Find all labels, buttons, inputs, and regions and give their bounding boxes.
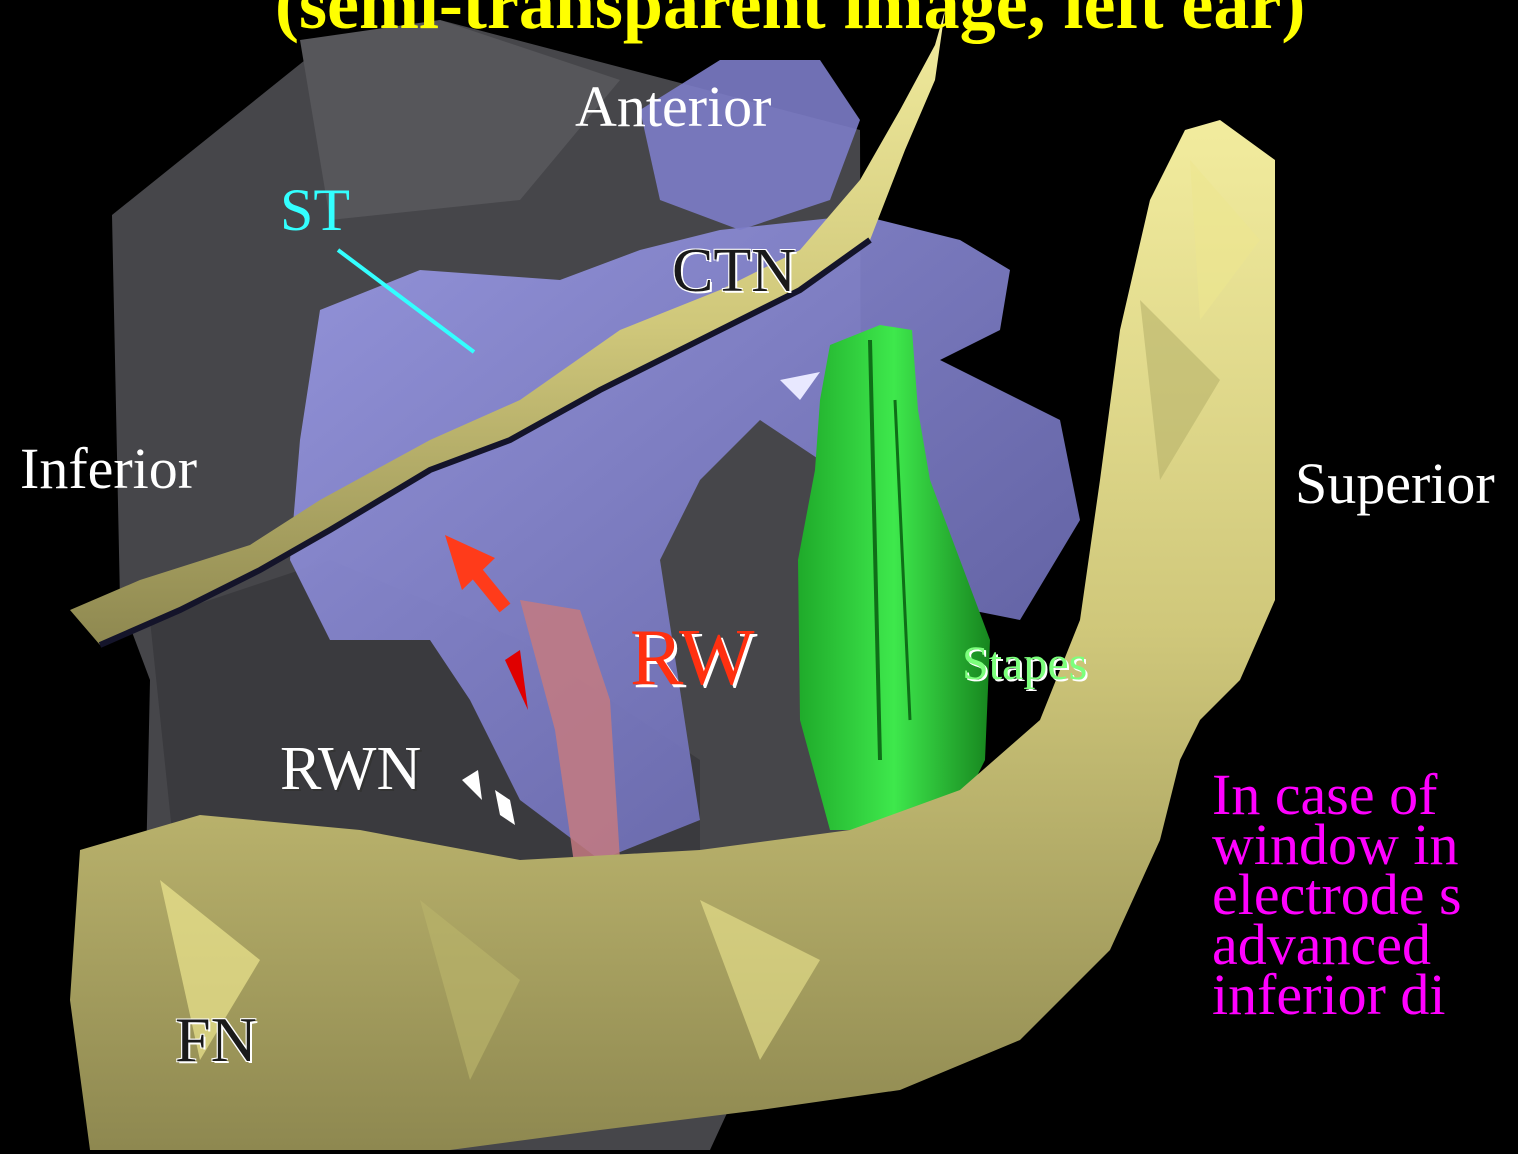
label-inferior: Inferior [20, 440, 197, 498]
label-rw: RW [630, 618, 754, 698]
label-fn: FN [175, 1008, 257, 1072]
figure-title: (semi-transparent image, left ear) [275, 0, 1305, 40]
label-stapes: Stapes [962, 640, 1087, 688]
label-superior: Superior [1295, 455, 1495, 513]
label-ctn: CTN [672, 240, 796, 302]
note-line: inferior di [1212, 970, 1462, 1020]
label-anterior: Anterior [575, 78, 772, 136]
note-text: In case of window in electrode s advance… [1212, 770, 1462, 1019]
label-st: ST [280, 180, 350, 240]
label-rwn: RWN [280, 738, 421, 800]
